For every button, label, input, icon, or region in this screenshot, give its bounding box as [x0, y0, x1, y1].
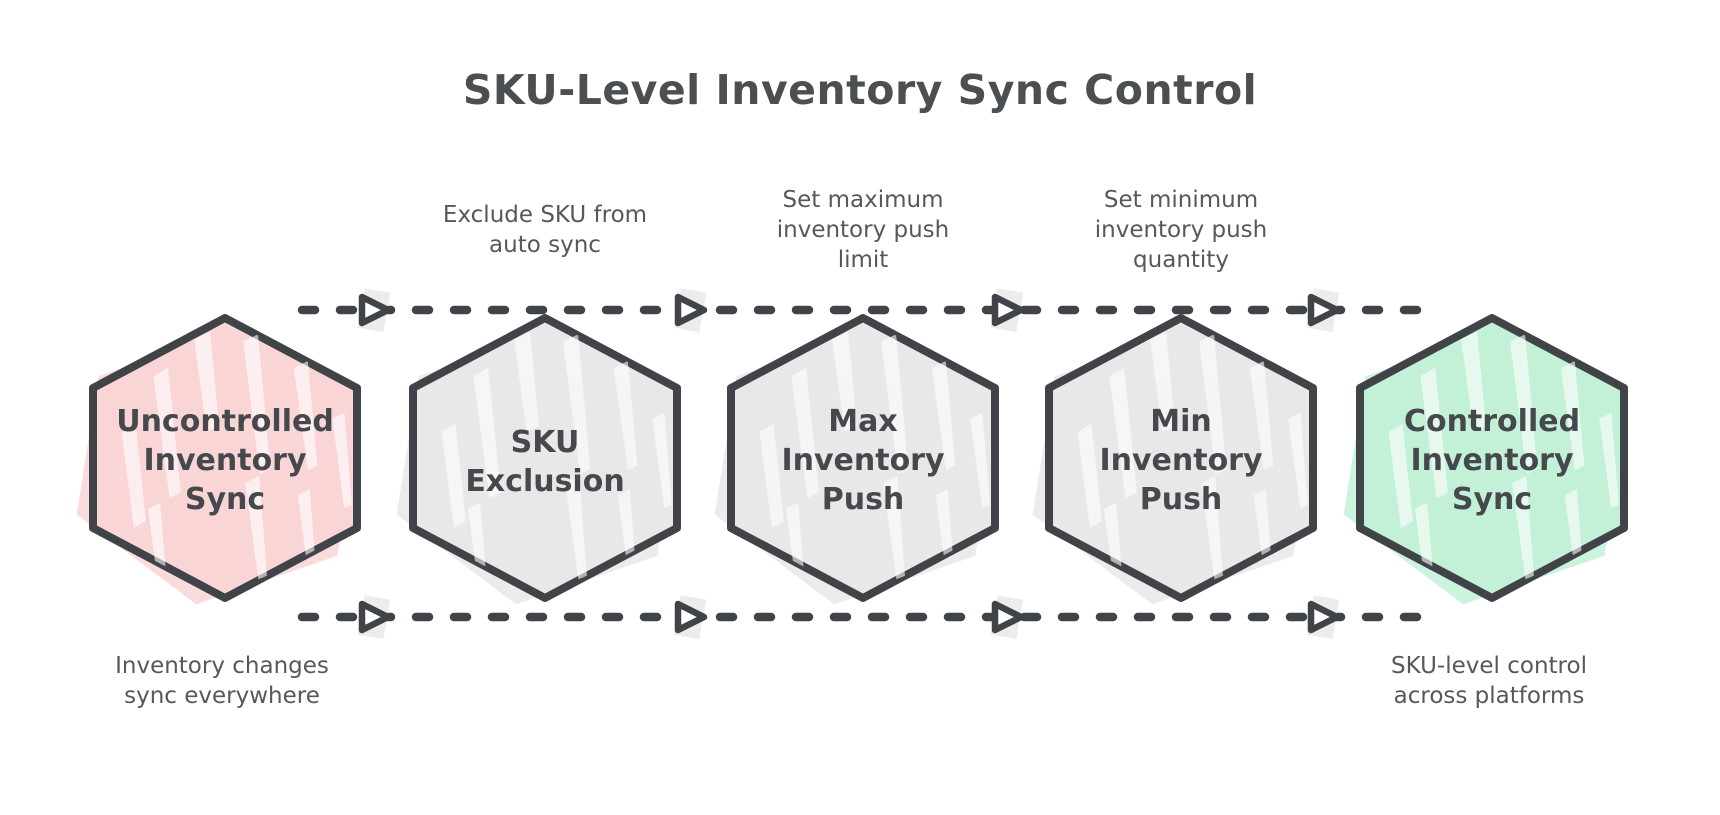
arrow-right-icon [358, 595, 391, 639]
node-min-inventory-push: Min Inventory Push [1032, 314, 1317, 605]
step-label-line: auto sync [489, 232, 601, 258]
node-label-line: Controlled [1404, 404, 1580, 439]
arrow-right-icon [991, 288, 1024, 332]
step-label-exclude-sku: Exclude SKU from auto sync [443, 202, 647, 258]
step-label-line: inventory push [1095, 217, 1268, 243]
step-label-set-maximum: Set maximum inventory push limit [777, 187, 950, 273]
caption-line: sync everywhere [124, 683, 320, 709]
node-label-line: Exclusion [465, 464, 624, 499]
step-label-line: quantity [1133, 247, 1229, 273]
arrow-right-icon [674, 595, 707, 639]
step-label-line: Set minimum [1104, 187, 1258, 213]
node-label-line: Push [1140, 482, 1223, 517]
node-label-line: Sync [1452, 482, 1532, 517]
arrow-right-icon [991, 595, 1024, 639]
step-label-line: Set maximum [783, 187, 944, 213]
arrow-right-icon [358, 288, 391, 332]
arrow-right-icon [1307, 595, 1340, 639]
node-sku-exclusion: SKU Exclusion [396, 314, 681, 605]
caption-controlled: SKU-level control across platforms [1391, 653, 1587, 709]
caption-line: SKU-level control [1391, 653, 1587, 679]
node-label-line: Inventory [1099, 443, 1263, 478]
node-label-line: SKU [511, 425, 580, 460]
diagram-title: SKU-Level Inventory Sync Control [463, 66, 1257, 114]
node-max-inventory-push: Max Inventory Push [714, 314, 999, 605]
node-label-line: Inventory [1410, 443, 1574, 478]
node-label-line: Inventory [781, 443, 945, 478]
node-label-line: Uncontrolled [116, 404, 334, 439]
step-label-line: limit [838, 247, 889, 273]
node-controlled-inventory-sync: Controlled Inventory Sync [1343, 314, 1628, 605]
step-label-line: Exclude SKU from [443, 202, 647, 228]
node-label-line: Push [822, 482, 905, 517]
arrow-right-icon [674, 288, 707, 332]
step-label-set-minimum: Set minimum inventory push quantity [1095, 187, 1268, 273]
node-uncontrolled-inventory-sync: Uncontrolled Inventory Sync [76, 314, 361, 605]
node-label-line: Min [1150, 404, 1212, 439]
node-label-line: Sync [185, 482, 265, 517]
caption-line: across platforms [1394, 683, 1585, 709]
node-label-line: Max [828, 404, 897, 439]
step-label-line: inventory push [777, 217, 950, 243]
node-label-line: Inventory [143, 443, 307, 478]
caption-uncontrolled: Inventory changes sync everywhere [115, 653, 329, 709]
caption-line: Inventory changes [115, 653, 329, 679]
arrow-right-icon [1307, 288, 1340, 332]
